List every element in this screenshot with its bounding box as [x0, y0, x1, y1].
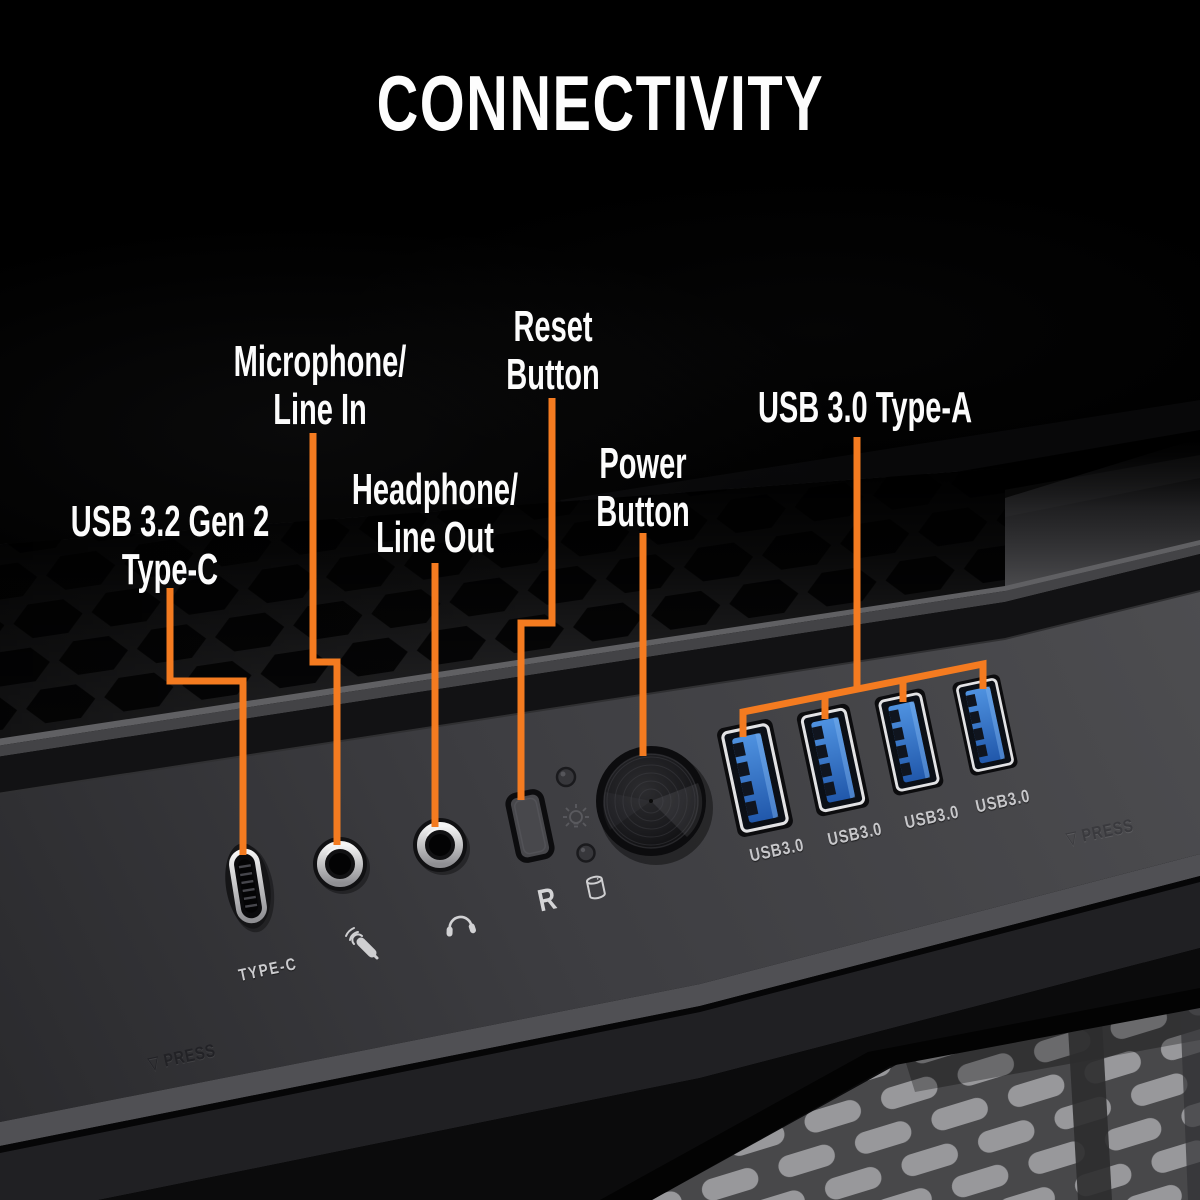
usb-a-callout-line	[739, 437, 987, 737]
callout-lines	[166, 398, 987, 855]
mic-icon	[345, 927, 379, 960]
power-button	[596, 746, 713, 865]
power-led	[555, 766, 577, 788]
mic-callout-line	[309, 433, 341, 845]
hex-mesh-panel	[0, 468, 1005, 749]
hdd-icon	[585, 875, 606, 900]
hdd-led	[576, 843, 596, 863]
reset-callout-line	[517, 398, 556, 800]
type-c-port	[225, 843, 275, 933]
side-mesh-panel	[600, 988, 1200, 1200]
headphone-icon	[446, 915, 476, 937]
reset-button	[505, 789, 555, 863]
page-title: CONNECTIVITY	[376, 59, 824, 147]
usb-c-callout-line	[166, 588, 247, 855]
led-bulb-icon	[563, 804, 589, 828]
